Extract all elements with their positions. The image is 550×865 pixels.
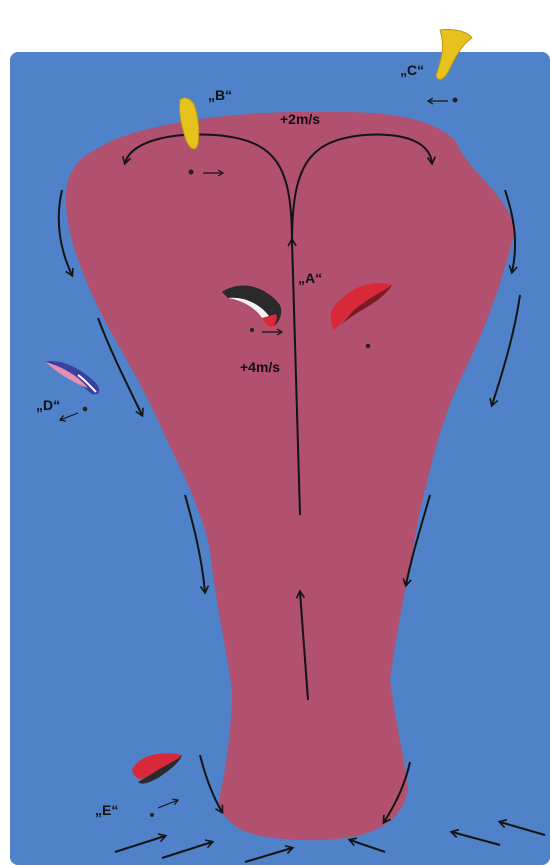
core-climb-rate: +4m/s [240,359,280,375]
label-c: „C“ [400,62,424,78]
label-e: „E“ [95,802,118,818]
top-climb-rate: +2m/s [280,111,320,127]
label-b: „B“ [208,87,232,103]
label-a: „A“ [298,270,322,286]
label-d: „D“ [36,397,60,413]
